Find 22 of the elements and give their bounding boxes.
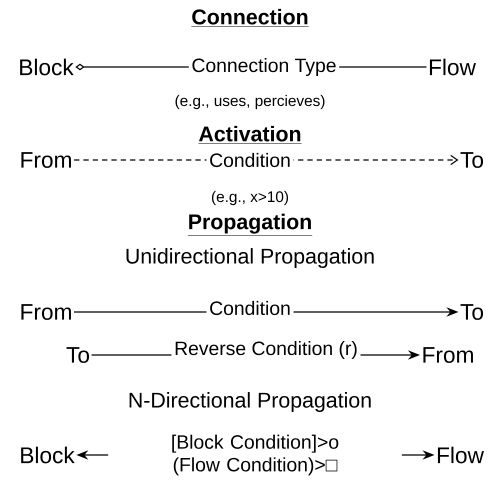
node-text: Flow <box>438 446 484 464</box>
edge-label: Connection Type <box>188 55 340 79</box>
edge-label: Condition <box>206 150 294 170</box>
node-text: From <box>21 304 71 320</box>
node-text: To <box>460 304 484 320</box>
node-text: From <box>21 152 71 168</box>
node-text: Flow <box>430 58 476 76</box>
node-text: Block <box>21 446 75 464</box>
note-text: (e.g., x>10) <box>212 190 288 206</box>
node-text: From <box>423 347 473 363</box>
edge-label: Reverse Condition (r) <box>171 338 361 362</box>
node-text: Block <box>20 58 74 76</box>
subheading: Unidirectional Propagation <box>126 248 374 268</box>
section-heading: Propagation <box>188 214 312 236</box>
edge-label: Condition <box>206 298 294 318</box>
node-text: To <box>460 152 484 168</box>
edge-label: [Block Condition]>o (Flow Condition)>□ <box>108 432 402 478</box>
note-text: (e.g., uses, percieves) <box>176 94 324 110</box>
section-heading: Activation <box>198 126 302 144</box>
subheading: N-Directional Propagation <box>130 392 371 412</box>
node-text: To <box>66 347 90 363</box>
section-heading: Connection <box>191 8 309 27</box>
